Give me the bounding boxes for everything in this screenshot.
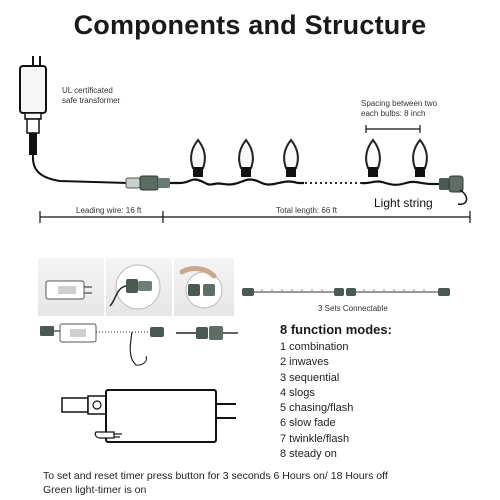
mode-item: 7 twinkle/flash <box>280 432 350 445</box>
mode-item: 6 slow fade <box>280 417 336 430</box>
timer-note-line-1: To set and reset timer press button for … <box>43 470 388 482</box>
light-string-wire <box>170 178 304 186</box>
timer-note-line-2: Green light-timer is on <box>43 484 147 496</box>
leading-wire-label: Leading wire: 16 ft <box>76 206 142 215</box>
transformer-label: UL certificated safe transformer <box>62 86 120 106</box>
bulb-4 <box>365 138 381 177</box>
transformer-label-line-2: safe transformer <box>62 96 121 105</box>
bulb-1 <box>190 138 206 177</box>
mode-item: 5 chasing/flash <box>280 402 354 415</box>
connectable-chain <box>242 288 450 296</box>
connector-icon <box>125 175 170 191</box>
pointing-hand-icon <box>94 431 122 439</box>
light-string-label: Light string <box>374 196 433 210</box>
transformer-label-line-1: UL certificated <box>62 86 113 95</box>
spacing-label-line-2: each bulbs: 8 inch <box>361 109 426 118</box>
end-connector <box>439 175 468 205</box>
leading-wire <box>31 154 129 184</box>
spacing-label-line-1: Spacing between two <box>361 99 438 108</box>
adapter-photo-content <box>45 280 92 300</box>
spacing-label: Spacing between two each bulbs: 8 inch <box>361 99 437 119</box>
bulb-2 <box>238 138 254 177</box>
connector-closeup-content <box>109 264 161 310</box>
mode-item: 8 steady on <box>280 448 337 461</box>
bulb-5 <box>412 138 428 177</box>
assembly-row <box>40 323 238 366</box>
modes-list: 1 combination 2 inwaves 3 sequential 4 s… <box>280 340 353 462</box>
length-dimension <box>39 211 471 223</box>
spacing-dimension <box>365 125 421 133</box>
mode-item: 1 combination <box>280 341 349 353</box>
total-length-label: Total length: 66 ft <box>276 206 337 215</box>
mode-item: 4 slogs <box>280 386 315 399</box>
timer-note: To set and reset timer press button for … <box>43 469 388 497</box>
mode-item: 2 inwaves <box>280 356 329 369</box>
joined-connector-content <box>179 266 223 309</box>
connectable-label: 3 Sets Connectable <box>318 304 388 313</box>
transformer-plug-icon <box>19 56 47 155</box>
modes-title: 8 function modes: <box>280 322 392 337</box>
mode-item: 3 sequential <box>280 371 340 384</box>
page-title: Components and Structure <box>73 10 427 40</box>
controller-unit <box>61 389 236 443</box>
bulb-3 <box>283 138 299 177</box>
